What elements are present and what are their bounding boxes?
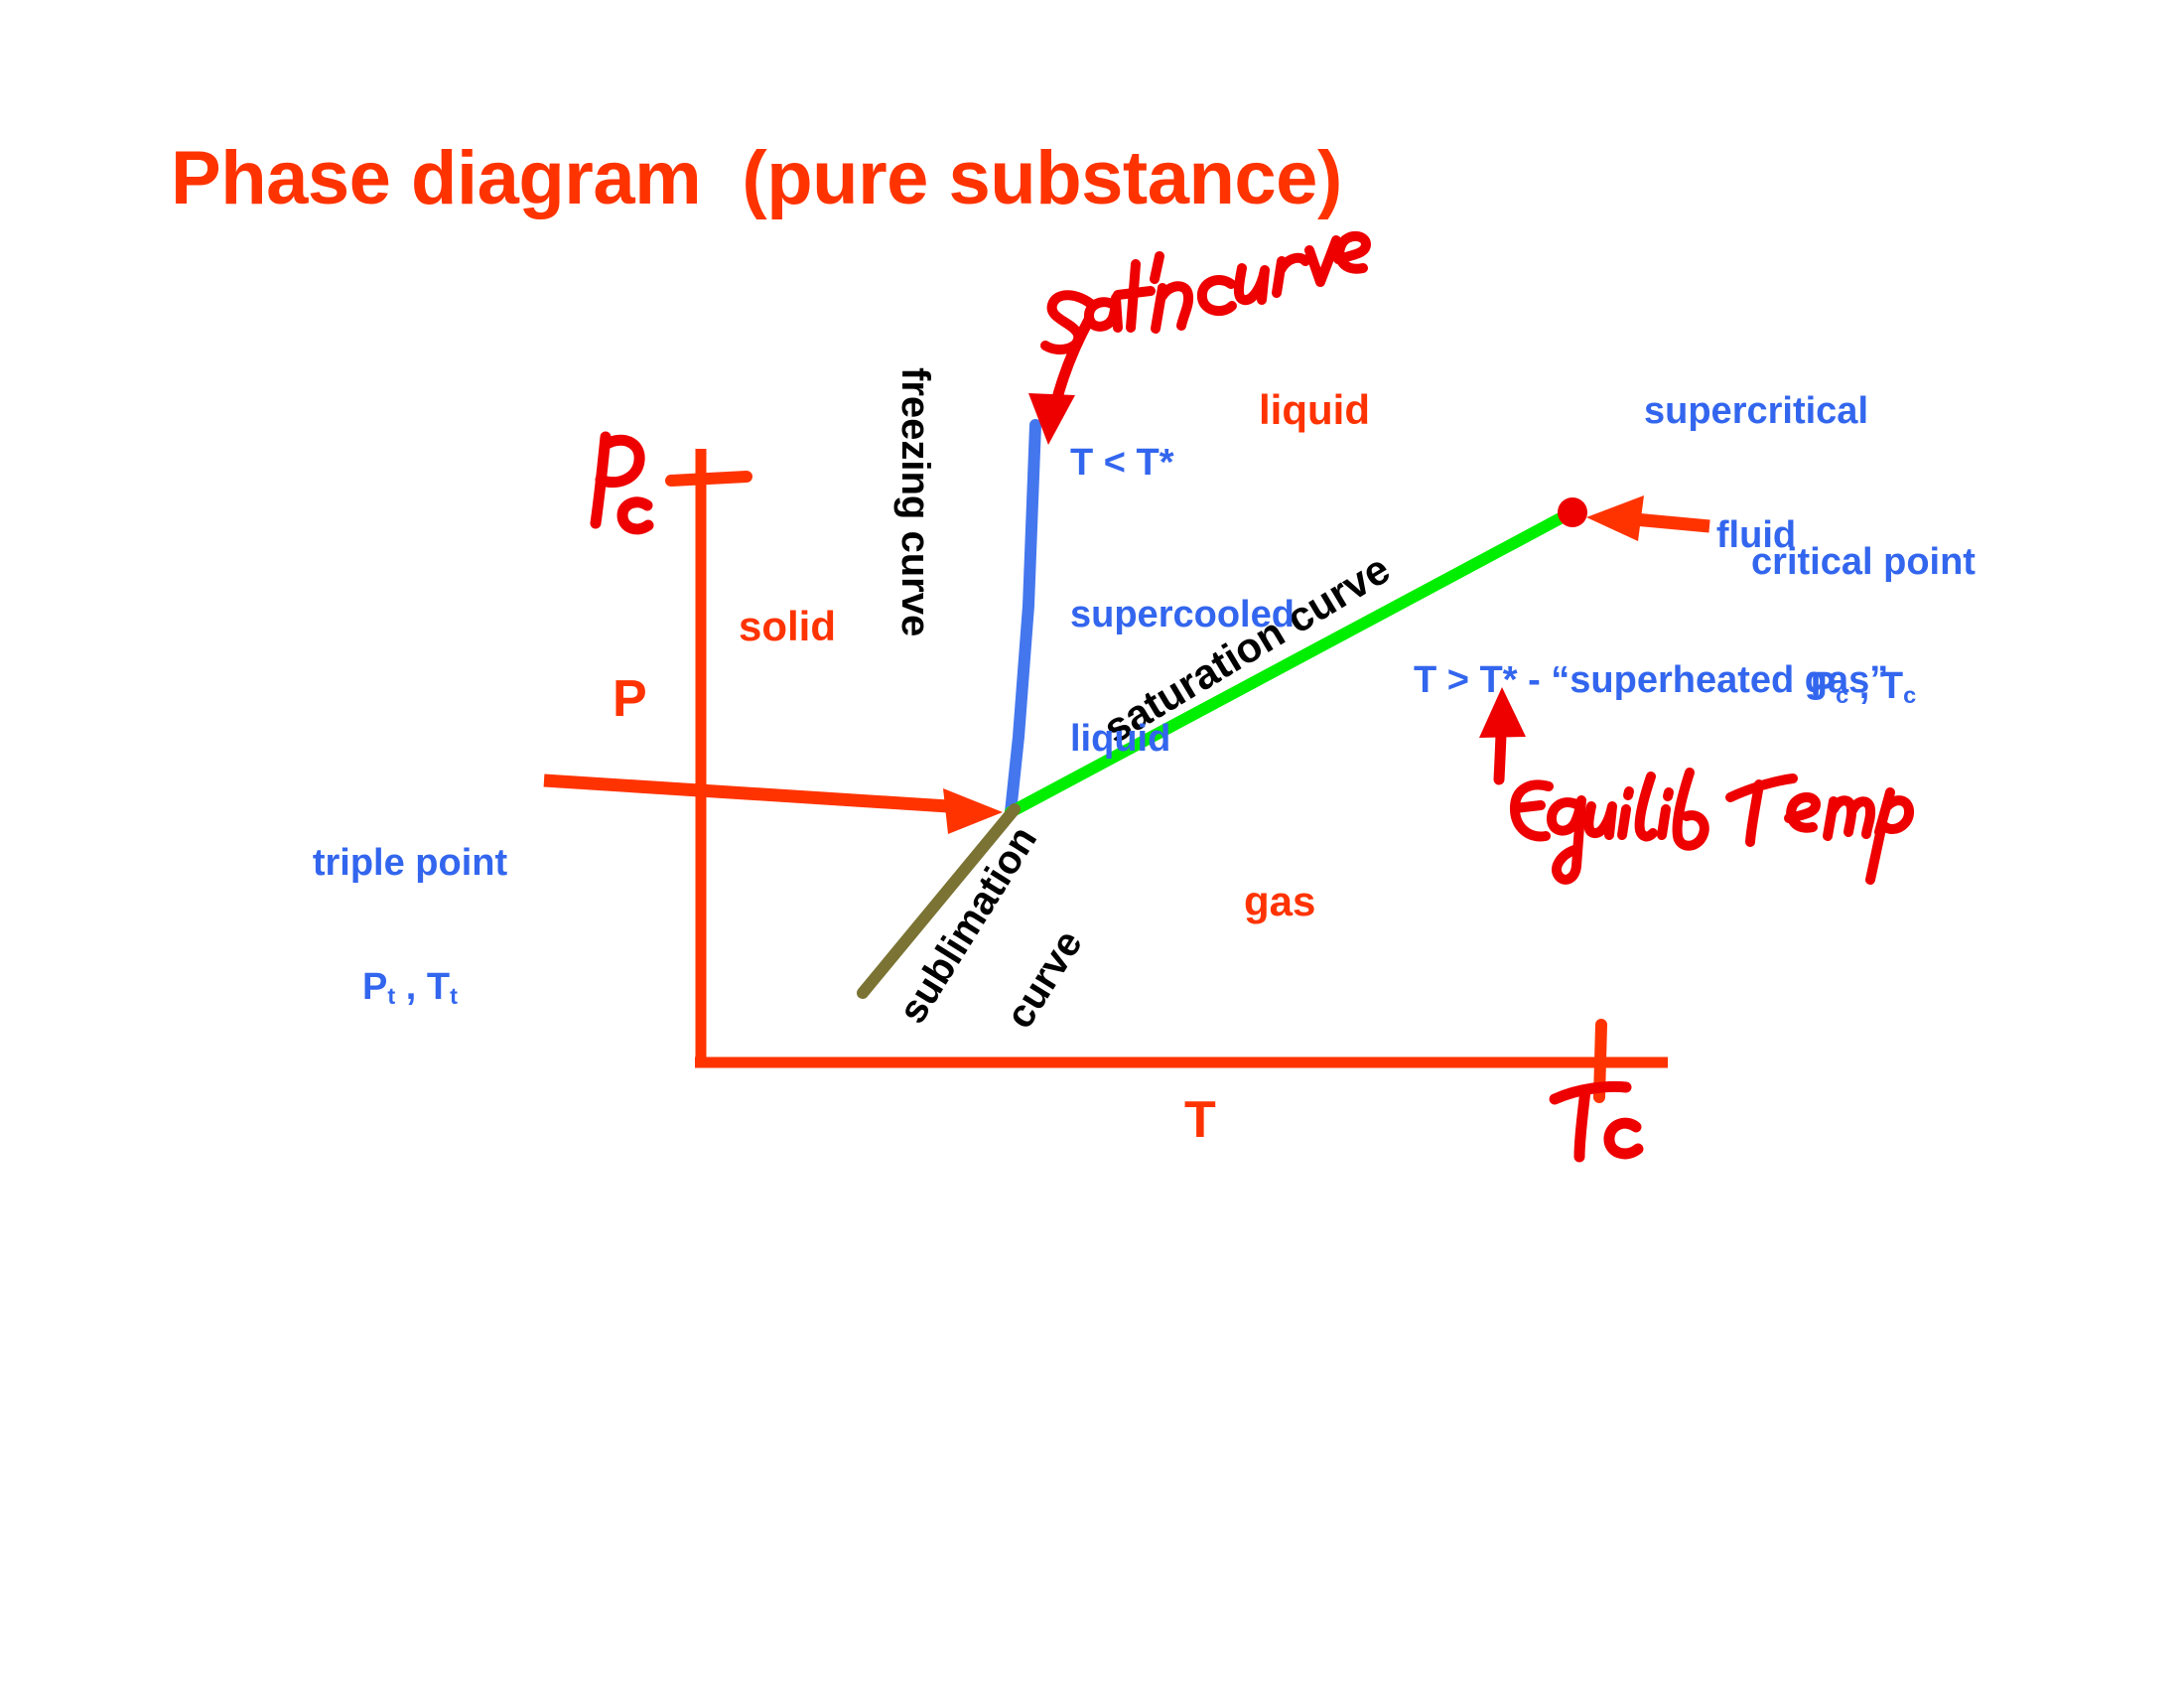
- critical-point-temperature-subscript: c: [1903, 682, 1917, 709]
- pc-handwriting: [590, 431, 654, 535]
- supercritical-fluid-line1: supercritical: [1644, 389, 1868, 432]
- triple-point-temperature-symbol: T: [426, 965, 451, 1008]
- y-axis-label: P: [613, 670, 647, 728]
- triple-point-line1: triple point: [312, 841, 508, 884]
- x-axis-tick: [1593, 1019, 1607, 1103]
- triple-point-temperature-subscript: t: [450, 983, 458, 1010]
- critical-point-label: critical point Pc , Tc: [1714, 459, 2012, 792]
- critical-point-line1: critical point: [1751, 540, 1976, 583]
- freezing-curve-line: [1005, 419, 1041, 818]
- supercooled-liquid-line1: supercooled: [1070, 593, 1295, 635]
- satn-curve-handwriting: [1040, 230, 1371, 354]
- triple-point-label: triple point Pt , Tt: [266, 760, 554, 1093]
- region-label-gas: gas: [1244, 878, 1316, 924]
- satn-curve-arrow: [1028, 314, 1095, 445]
- critical-point-line2: Pc , Tc: [1714, 664, 2012, 709]
- tc-handwriting: [1549, 1080, 1644, 1163]
- critical-point-dot: [1558, 497, 1587, 527]
- supercritical-fluid-label: supercritical fluid: [1592, 308, 1920, 639]
- region-label-liquid: liquid: [1259, 386, 1370, 433]
- triple-point-line2: Pt , Tt: [266, 965, 554, 1010]
- critical-point-temperature-symbol: T: [1879, 664, 1904, 707]
- critical-point-pressure-symbol: P: [1810, 664, 1837, 707]
- superheated-gas-label: T > T* - “superheated gas”: [1414, 659, 1889, 701]
- x-axis-label: T: [1184, 1091, 1216, 1149]
- triple-point-pressure-symbol: P: [362, 965, 388, 1008]
- supercooled-liquid-line2: liquid: [1070, 717, 1171, 760]
- freezing-curve-label: freezing curve: [893, 367, 937, 637]
- supercritical-fluid-line2: fluid: [1715, 513, 1797, 556]
- t-less-than-tstar-label: T < T*: [1070, 442, 1174, 484]
- region-label-solid: solid: [739, 603, 837, 649]
- page-title: Phase diagram (pure substance): [171, 136, 1342, 220]
- supercooled-liquid-label: supercooled liquid: [1070, 511, 1295, 843]
- y-axis-tick: [665, 471, 752, 487]
- triple-point-separator: ,: [395, 965, 427, 1008]
- sublimation-curve-label-line2: curve: [998, 922, 1091, 1037]
- triple-point-pressure-subscript: t: [387, 983, 396, 1010]
- triple-point-arrow: [543, 774, 1003, 834]
- critical-point-pressure-subscript: c: [1836, 682, 1849, 709]
- critical-point-separator: ,: [1848, 664, 1880, 707]
